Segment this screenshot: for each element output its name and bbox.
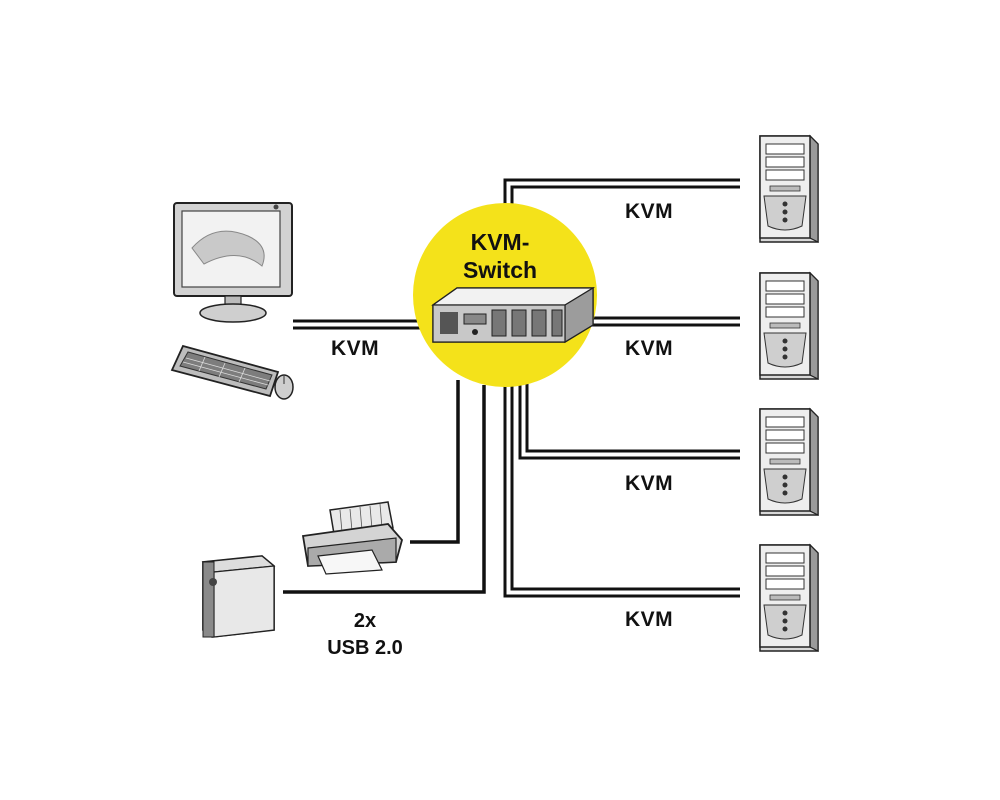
pc-tower-icon [759,408,819,516]
mouse-icon [274,374,294,400]
cable-pc1 [503,178,740,212]
label-console-kvm: KVM [331,337,380,360]
pc-tower-icon [759,272,819,380]
cable-pc2 [585,316,740,327]
cables [283,178,740,598]
label-pc2-kvm: KVM [625,337,674,360]
cable-console [293,319,425,330]
label-pc3-kvm: KVM [625,472,674,495]
cable-printer [410,380,460,544]
label-usb-line2: USB 2.0 [327,637,403,659]
pc-tower-4 [759,544,819,652]
label-pc1-kvm: KVM [625,200,674,223]
label-pc4-kvm: KVM [625,608,674,631]
pc-tower-icon [759,135,819,243]
hub-title-line2: Switch [462,257,538,283]
cable-pc4 [503,385,740,598]
cable-drive [283,385,486,594]
hub-title-line1: KVM- [470,229,530,255]
pc-tower-2 [759,272,819,380]
pc-tower-3 [759,408,819,516]
kvm-switch-device-icon [431,286,596,344]
label-usb-line1: 2x [353,610,377,632]
monitor-icon [173,202,293,323]
keyboard-icon [170,344,280,398]
pc-tower-1 [759,135,819,243]
label-usb: 2x USB 2.0 [300,608,430,662]
kvm-switch-hub [413,203,597,387]
cable-pc3 [518,380,740,460]
hub-title: KVM- Switch [417,228,583,284]
pc-tower-icon [759,544,819,652]
printer-icon [301,501,403,575]
external-drive-icon [201,555,276,638]
